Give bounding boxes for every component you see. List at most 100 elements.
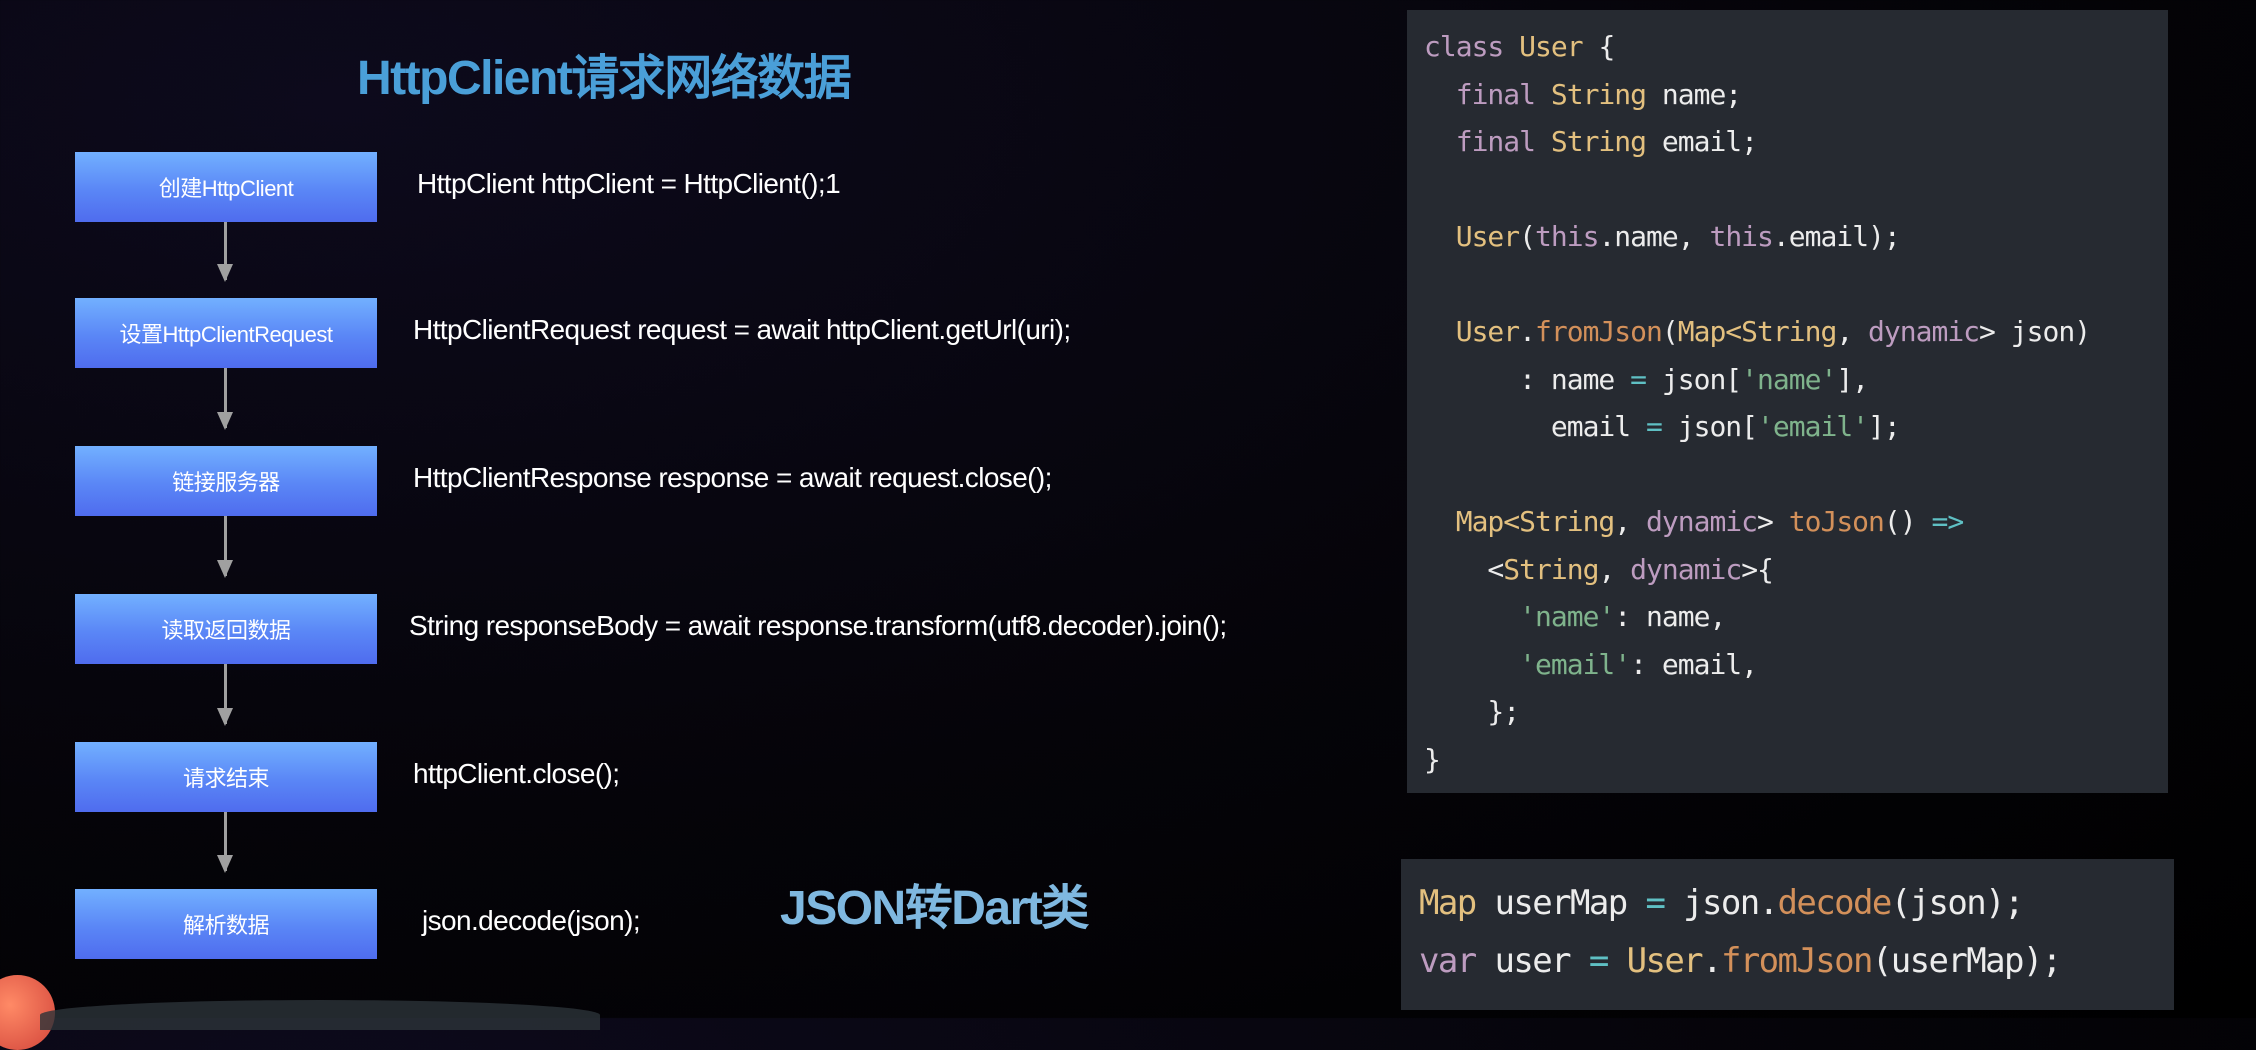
- code-line: User.fromJson(Map<String, dynamic> json): [1424, 308, 2168, 356]
- code-line: email = json['email'];: [1424, 403, 2168, 451]
- flow-arrow-icon: [217, 516, 233, 578]
- flow-step-code: json.decode(json);: [422, 905, 641, 936]
- code-token: =: [1630, 362, 1647, 396]
- code-token: email;: [1646, 125, 1758, 158]
- code-line: 'name': name,: [1424, 593, 2168, 641]
- code-token: .name,: [1598, 220, 1710, 253]
- code-token: User: [1424, 315, 1520, 348]
- flow-arrow-icon: [217, 812, 233, 873]
- flow-step-box: 链接服务器: [75, 446, 377, 516]
- code-line: [1424, 261, 2168, 309]
- code-token: final: [1424, 77, 1551, 111]
- code-token: json[: [1646, 362, 1742, 396]
- code-token: =: [1645, 883, 1665, 923]
- code-line: }: [1424, 736, 2168, 784]
- code-token: =>: [1931, 505, 1964, 538]
- code-token: this: [1709, 220, 1773, 253]
- code-token: 'email': [1757, 410, 1869, 443]
- code-token: User: [1424, 220, 1520, 253]
- code-token: ,: [1614, 505, 1647, 538]
- code-token: String: [1550, 125, 1647, 158]
- code-token: ,: [1598, 552, 1631, 586]
- code-line: <String, dynamic>{: [1424, 546, 2168, 594]
- flow-step-box: 请求结束: [75, 742, 377, 812]
- code-token: ];: [1868, 410, 1901, 443]
- flow-arrow-icon: [217, 222, 233, 282]
- code-line: var user = User.fromJson(userMap);: [1419, 932, 2174, 990]
- code-token: (: [1661, 315, 1679, 348]
- code-token: [1608, 941, 1627, 981]
- code-token: .: [1519, 315, 1536, 348]
- flow-step-box: 设置HttpClientRequest: [75, 298, 377, 368]
- code-token: =: [1646, 410, 1663, 443]
- code-line: };: [1424, 688, 2168, 736]
- code-line: final String email;: [1424, 118, 2168, 166]
- code-token: user: [1475, 941, 1589, 981]
- code-token: String: [1550, 77, 1647, 111]
- usage-code-panel: Map userMap = json.decode(json);var user…: [1401, 859, 2174, 1010]
- flow-step-code: HttpClientResponse response = await requ…: [413, 462, 1052, 493]
- code-token: fromJson: [1535, 315, 1663, 348]
- code-line: : name = json['name'],: [1424, 356, 2168, 404]
- code-token: fromJson: [1720, 941, 1874, 981]
- code-token: Map: [1419, 883, 1477, 923]
- flow-step-code: httpClient.close();: [413, 758, 620, 789]
- flow-arrow-icon: [217, 368, 233, 430]
- flow-step-code: HttpClientRequest request = await httpCl…: [413, 314, 1071, 345]
- json-to-dart-title: JSON转Dart类: [780, 882, 1089, 935]
- code-token: toJson: [1788, 505, 1885, 538]
- code-token: .: [1702, 941, 1722, 981]
- code-line: class User {: [1424, 23, 2168, 71]
- code-token: : name: [1424, 362, 1631, 396]
- code-token: <: [1424, 552, 1504, 586]
- code-token: ,: [1836, 315, 1869, 348]
- code-token: dynamic: [1630, 552, 1742, 586]
- code-token: =: [1588, 941, 1609, 981]
- code-token: dynamic: [1646, 505, 1758, 538]
- code-token: User: [1519, 30, 1583, 63]
- code-token: (): [1883, 505, 1932, 538]
- code-token: (: [1519, 220, 1536, 253]
- decorative-wave: [40, 1000, 600, 1030]
- code-token: final: [1424, 125, 1551, 158]
- flow-step-code: HttpClient httpClient = HttpClient();1: [417, 168, 841, 199]
- code-token: (userMap);: [1871, 941, 2062, 981]
- flow-step-box: 解析数据: [75, 889, 377, 959]
- code-line: 'email': email,: [1424, 641, 2168, 689]
- code-token: email: [1424, 410, 1647, 443]
- code-line: final String name;: [1424, 71, 2168, 119]
- code-token: User: [1626, 941, 1704, 981]
- flow-step-box: 读取返回数据: [75, 594, 377, 664]
- code-token: json[: [1661, 410, 1758, 443]
- code-token: 'name': [1424, 600, 1615, 633]
- code-token: .email);: [1772, 220, 1901, 253]
- code-line: [1424, 451, 2168, 499]
- code-token: userMap: [1475, 883, 1646, 923]
- code-token: (json);: [1890, 883, 2025, 923]
- code-token: json.: [1664, 883, 1779, 923]
- code-token: Map<String: [1424, 505, 1616, 538]
- code-token: 'name': [1741, 362, 1837, 396]
- code-token: ],: [1836, 362, 1869, 396]
- code-token: decode: [1777, 883, 1893, 923]
- flow-step-box: 创建HttpClient: [75, 152, 377, 222]
- code-line: [1424, 166, 2168, 214]
- code-token: dynamic: [1868, 315, 1980, 348]
- code-token: > json): [1979, 315, 2091, 348]
- code-line: Map userMap = json.decode(json);: [1419, 874, 2174, 932]
- code-token: : email,: [1630, 647, 1758, 681]
- code-token: var: [1419, 941, 1477, 981]
- code-token: }: [1424, 742, 1441, 776]
- code-token: >: [1757, 505, 1789, 538]
- code-token: String: [1503, 552, 1599, 586]
- code-line: User(this.name, this.email);: [1424, 213, 2168, 261]
- code-token: this: [1535, 220, 1599, 253]
- code-token: };: [1424, 695, 1520, 728]
- user-class-code-panel: class User { final String name; final St…: [1407, 10, 2168, 793]
- flow-arrow-icon: [217, 664, 233, 726]
- code-token: 'email': [1424, 647, 1631, 681]
- code-line: Map<String, dynamic> toJson() =>: [1424, 498, 2168, 546]
- slide-title: HttpClient请求网络数据: [357, 52, 852, 105]
- code-token: : name,: [1614, 600, 1726, 633]
- code-token: name;: [1646, 77, 1742, 111]
